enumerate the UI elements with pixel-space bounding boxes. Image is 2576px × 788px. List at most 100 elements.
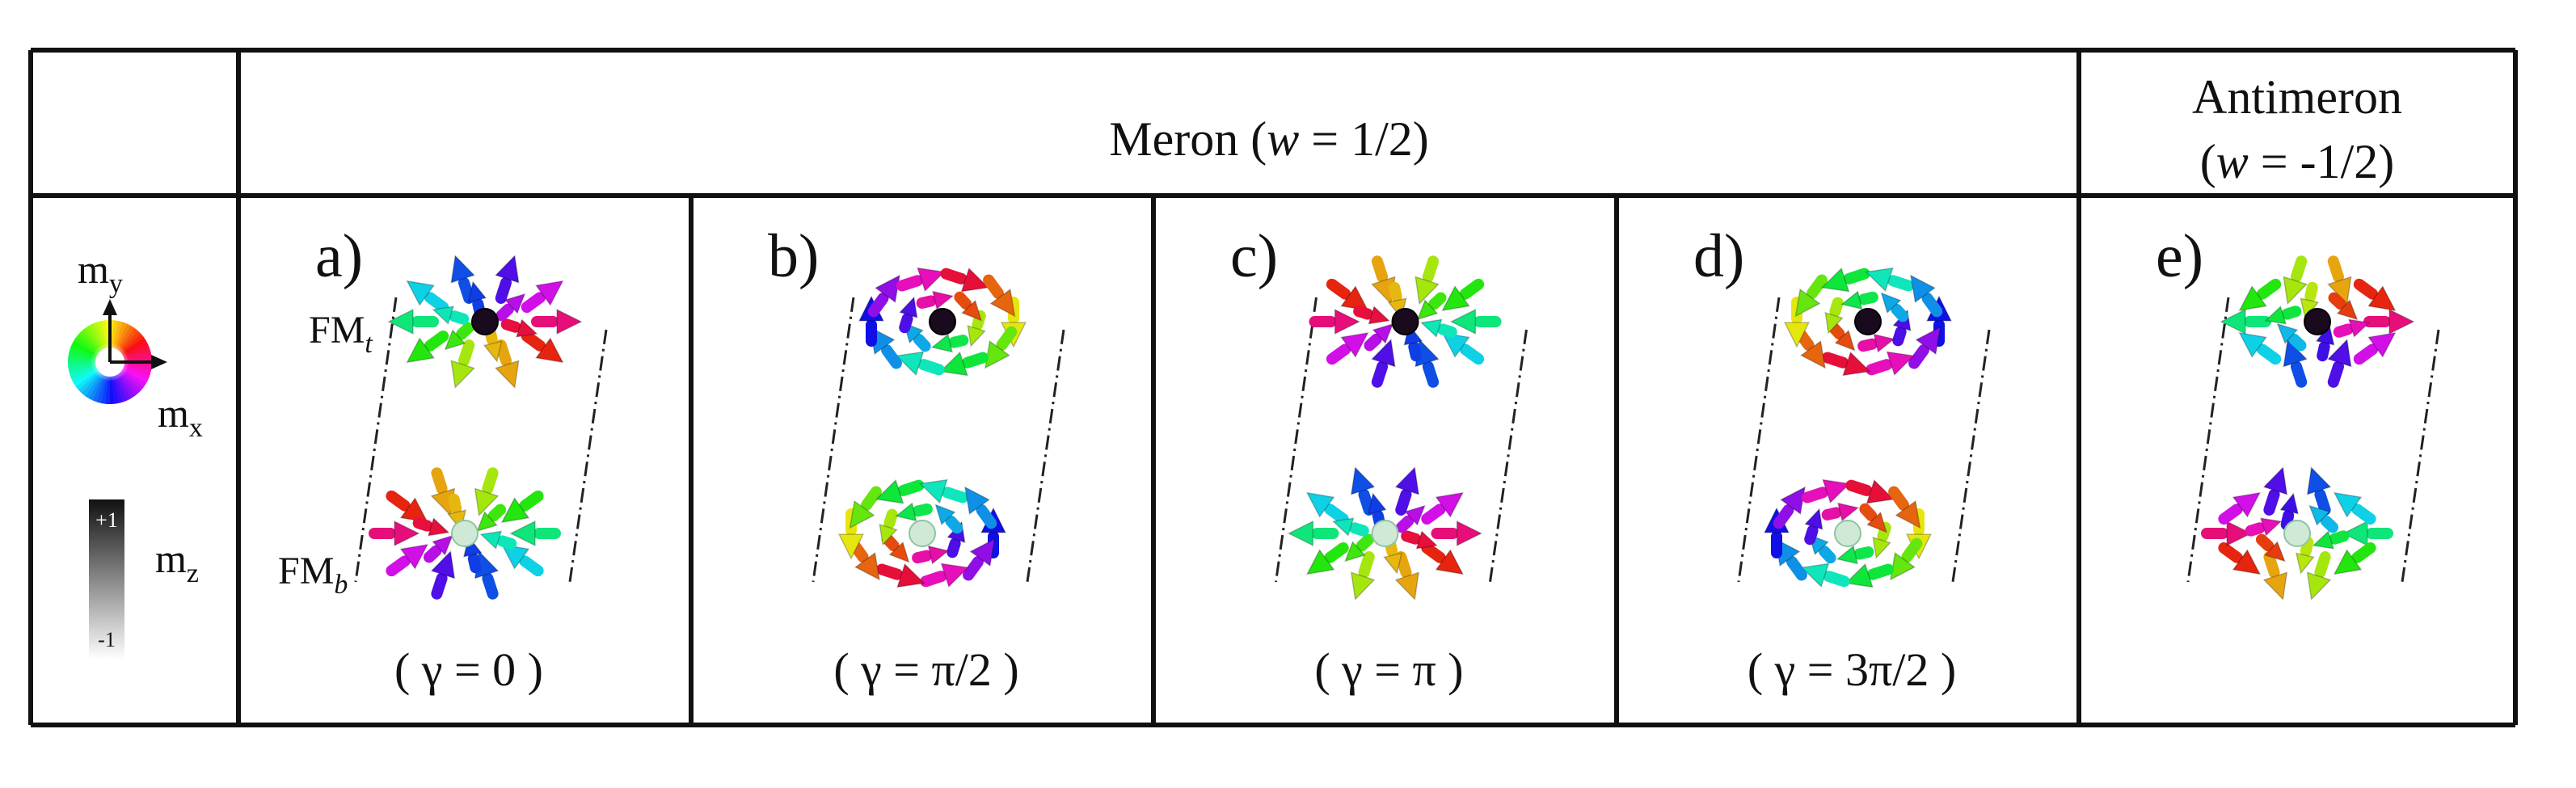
spin-arrow (1859, 503, 1888, 533)
texture-fm-top (2220, 255, 2415, 388)
spin-arrow (2306, 551, 2332, 600)
gamma-label: ( γ = 3π/2 ) (1748, 643, 1956, 696)
spin-arrow (954, 291, 983, 322)
spin-arrow (2262, 466, 2288, 516)
panel-label: b) (768, 222, 819, 290)
layer-connector (812, 297, 855, 583)
spin-arrow (430, 550, 456, 600)
spin-arrow (875, 563, 925, 588)
spin-arrow (2326, 338, 2352, 388)
texture-fm-bottom (2201, 466, 2393, 600)
layer-connector (1489, 329, 1528, 583)
spin-arrow (2238, 278, 2282, 312)
spin-arrow (1836, 545, 1874, 565)
spin-arrow (1820, 267, 1870, 293)
spin-arrow (1449, 308, 1502, 335)
spin-arrow (940, 267, 990, 293)
core-spin (2304, 308, 2331, 335)
spin-arrow (1344, 533, 1374, 563)
spin-arrow (1309, 308, 1361, 335)
mz-max-label: +1 (95, 508, 118, 532)
spin-arrow (386, 543, 429, 577)
layer-connector (1026, 329, 1065, 583)
layer-connector (1737, 297, 1781, 583)
spin-arrow (920, 563, 970, 588)
spin-arrow (1364, 322, 1394, 352)
spin-arrow (2363, 308, 2415, 335)
spin-arrow (879, 508, 898, 546)
spin-arrow (899, 296, 918, 334)
texture-fm-bottom (369, 467, 561, 600)
spin-arrow (423, 534, 453, 563)
panel-a: a)( γ = 0 ) (315, 222, 608, 696)
spin-arrow (896, 267, 946, 293)
spin-arrow (2218, 541, 2262, 575)
layer-connector (1951, 329, 1991, 583)
antimeron-header-title: Antimeron (2192, 70, 2402, 124)
spin-arrow (1326, 331, 1369, 365)
spin-arrow (2306, 466, 2332, 516)
layer-connector (2401, 329, 2440, 583)
layer-connector (2186, 297, 2230, 583)
spin-arrow (2283, 255, 2308, 306)
spin-arrow (474, 467, 500, 517)
spin-arrow (1401, 530, 1439, 550)
gamma-label: ( γ = π/2 ) (833, 643, 1018, 696)
spin-arrow (444, 322, 474, 351)
fm-bottom-label: FMb (278, 550, 348, 600)
spin-arrow (1305, 541, 1349, 575)
spin-arrow (916, 290, 955, 310)
core-spin (1854, 308, 1882, 335)
texture-fm-top (387, 255, 583, 389)
panel-label: e) (2156, 222, 2203, 290)
spin-arrow (963, 486, 997, 529)
spin-arrow (1394, 466, 1420, 516)
spin-arrow (1845, 563, 1895, 588)
spin-arrow (1305, 491, 1349, 525)
spin-arrow (912, 545, 950, 565)
spin-arrow (849, 486, 882, 529)
spin-arrow (406, 330, 449, 364)
color-wheel-legend: my mx (68, 247, 203, 443)
spin-arrow (1801, 478, 1851, 504)
panel-label: a) (315, 222, 363, 290)
mz-gradient-legend: +1 -1 mz (89, 499, 199, 659)
spin-arrow (1421, 491, 1465, 525)
spin-arrow (2333, 541, 2376, 575)
spin-arrow (934, 504, 963, 534)
spin-arrow (412, 517, 450, 537)
spin-arrow (2262, 551, 2288, 600)
spin-arrow (1908, 326, 1941, 369)
core-spin (1834, 520, 1861, 547)
texture-fm-top (1309, 255, 1502, 388)
spin-arrow (1804, 508, 1823, 546)
spin-arrow (476, 504, 507, 533)
spin-arrow (2353, 331, 2397, 365)
spin-arrow (895, 351, 945, 377)
panel-b: b) ( γ = π/2 ) (768, 222, 1065, 696)
spin-arrow (1416, 292, 1447, 321)
spin-arrow (2220, 308, 2271, 335)
spin-arrow (2328, 292, 2359, 321)
spin-arrow (1800, 563, 1850, 588)
spin-arrow (387, 308, 439, 335)
spin-arrow (2218, 491, 2262, 525)
spin-arrow (1419, 318, 1457, 338)
spin-arrow (919, 478, 969, 504)
spin-arrow (406, 280, 449, 314)
spin-arrow (1824, 297, 1844, 335)
mz-axis-label: mz (155, 536, 199, 588)
spin-arrow (875, 478, 925, 504)
core-spin (2283, 520, 2311, 547)
spin-arrow (967, 310, 986, 348)
core-spin (451, 520, 479, 547)
spin-arrow (1909, 274, 1943, 318)
spin-arrow (521, 330, 564, 364)
spin-arrow (369, 520, 420, 547)
spin-arrow (495, 293, 526, 322)
spin-arrow (1421, 541, 1465, 575)
table-frame (28, 48, 2518, 727)
spin-arrow (2201, 520, 2253, 547)
core-spin (929, 308, 956, 335)
